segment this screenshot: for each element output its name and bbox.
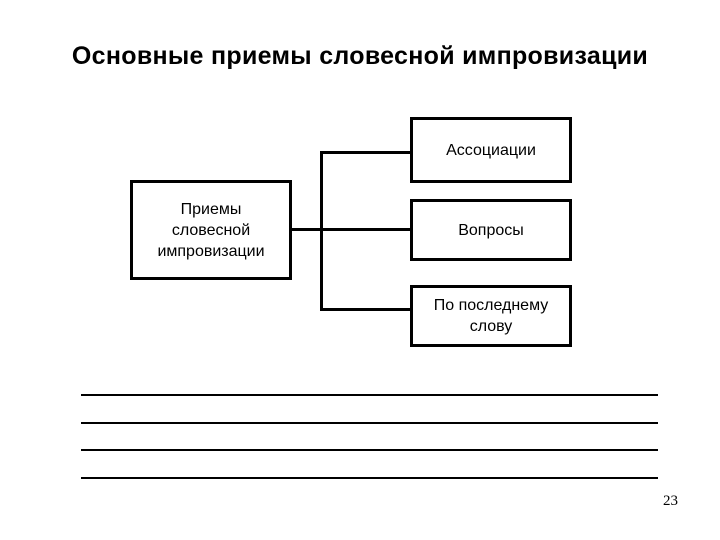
connector-trunk	[320, 151, 323, 311]
note-line	[81, 477, 658, 479]
slide-title: Основные приемы словесной импровизации	[71, 42, 649, 70]
connector-branch-bottom	[320, 308, 410, 311]
connector-root-to-trunk	[290, 228, 410, 231]
diagram-box-questions: Вопросы	[410, 199, 572, 261]
note-line	[81, 422, 658, 424]
note-lines	[81, 394, 658, 484]
note-line	[81, 394, 658, 396]
note-line	[81, 449, 658, 451]
connector-branch-top	[320, 151, 410, 154]
diagram-box-associations: Ассоциации	[410, 117, 572, 183]
page-number: 23	[663, 493, 678, 509]
